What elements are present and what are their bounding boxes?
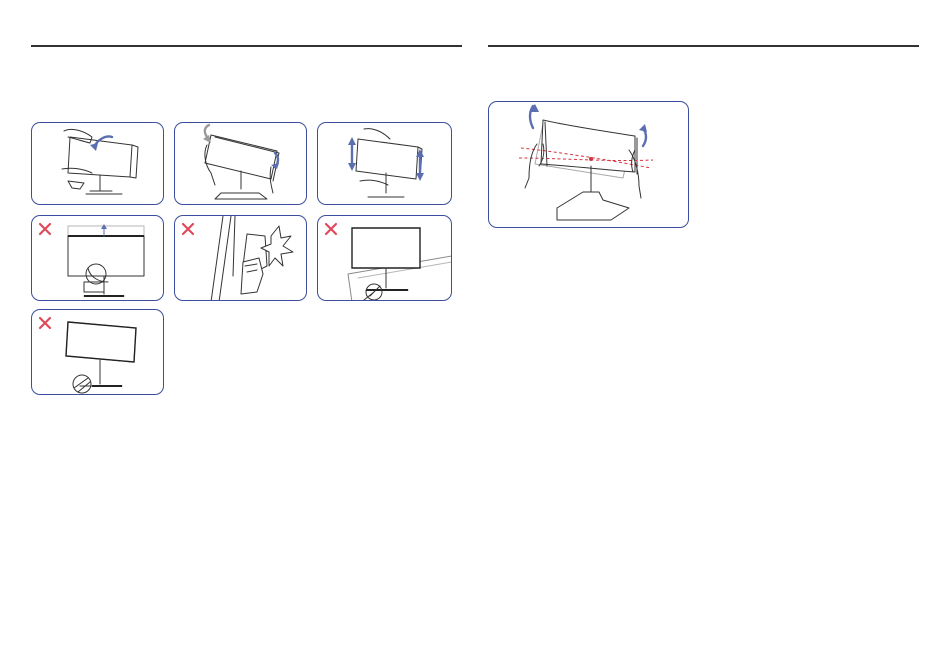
- pinch-side-warning-panel: [174, 215, 307, 301]
- x-mark-icon: [183, 224, 193, 234]
- right-section-rule: [488, 45, 919, 47]
- wrong-pinch-between-screen-and-stand-illustration: [32, 216, 164, 301]
- tilt-illustration-panel: [31, 122, 164, 205]
- height-adjust-illustration: [318, 123, 452, 205]
- stand-gap-warning-panel: [31, 309, 164, 395]
- swivel-illustration-panel: [174, 122, 307, 205]
- swivel-monitor-illustration: [175, 123, 307, 205]
- x-mark-icon: [326, 224, 336, 234]
- wrong-stand-on-table-edge-illustration: [318, 216, 452, 301]
- x-mark-icon: [40, 224, 50, 234]
- stand-edge-warning-panel: [317, 215, 452, 301]
- rotate-monitor-level-illustration: [489, 102, 689, 228]
- wrong-pinch-at-side-illustration: [175, 216, 307, 301]
- x-mark-icon: [40, 318, 50, 328]
- rotate-level-illustration-panel: [488, 101, 689, 228]
- left-section-rule: [31, 45, 462, 47]
- height-illustration-panel: [317, 122, 452, 205]
- tilt-monitor-illustration: [32, 123, 164, 205]
- wrong-hand-under-stand-illustration: [32, 310, 164, 395]
- pinch-gap-warning-panel: [31, 215, 164, 301]
